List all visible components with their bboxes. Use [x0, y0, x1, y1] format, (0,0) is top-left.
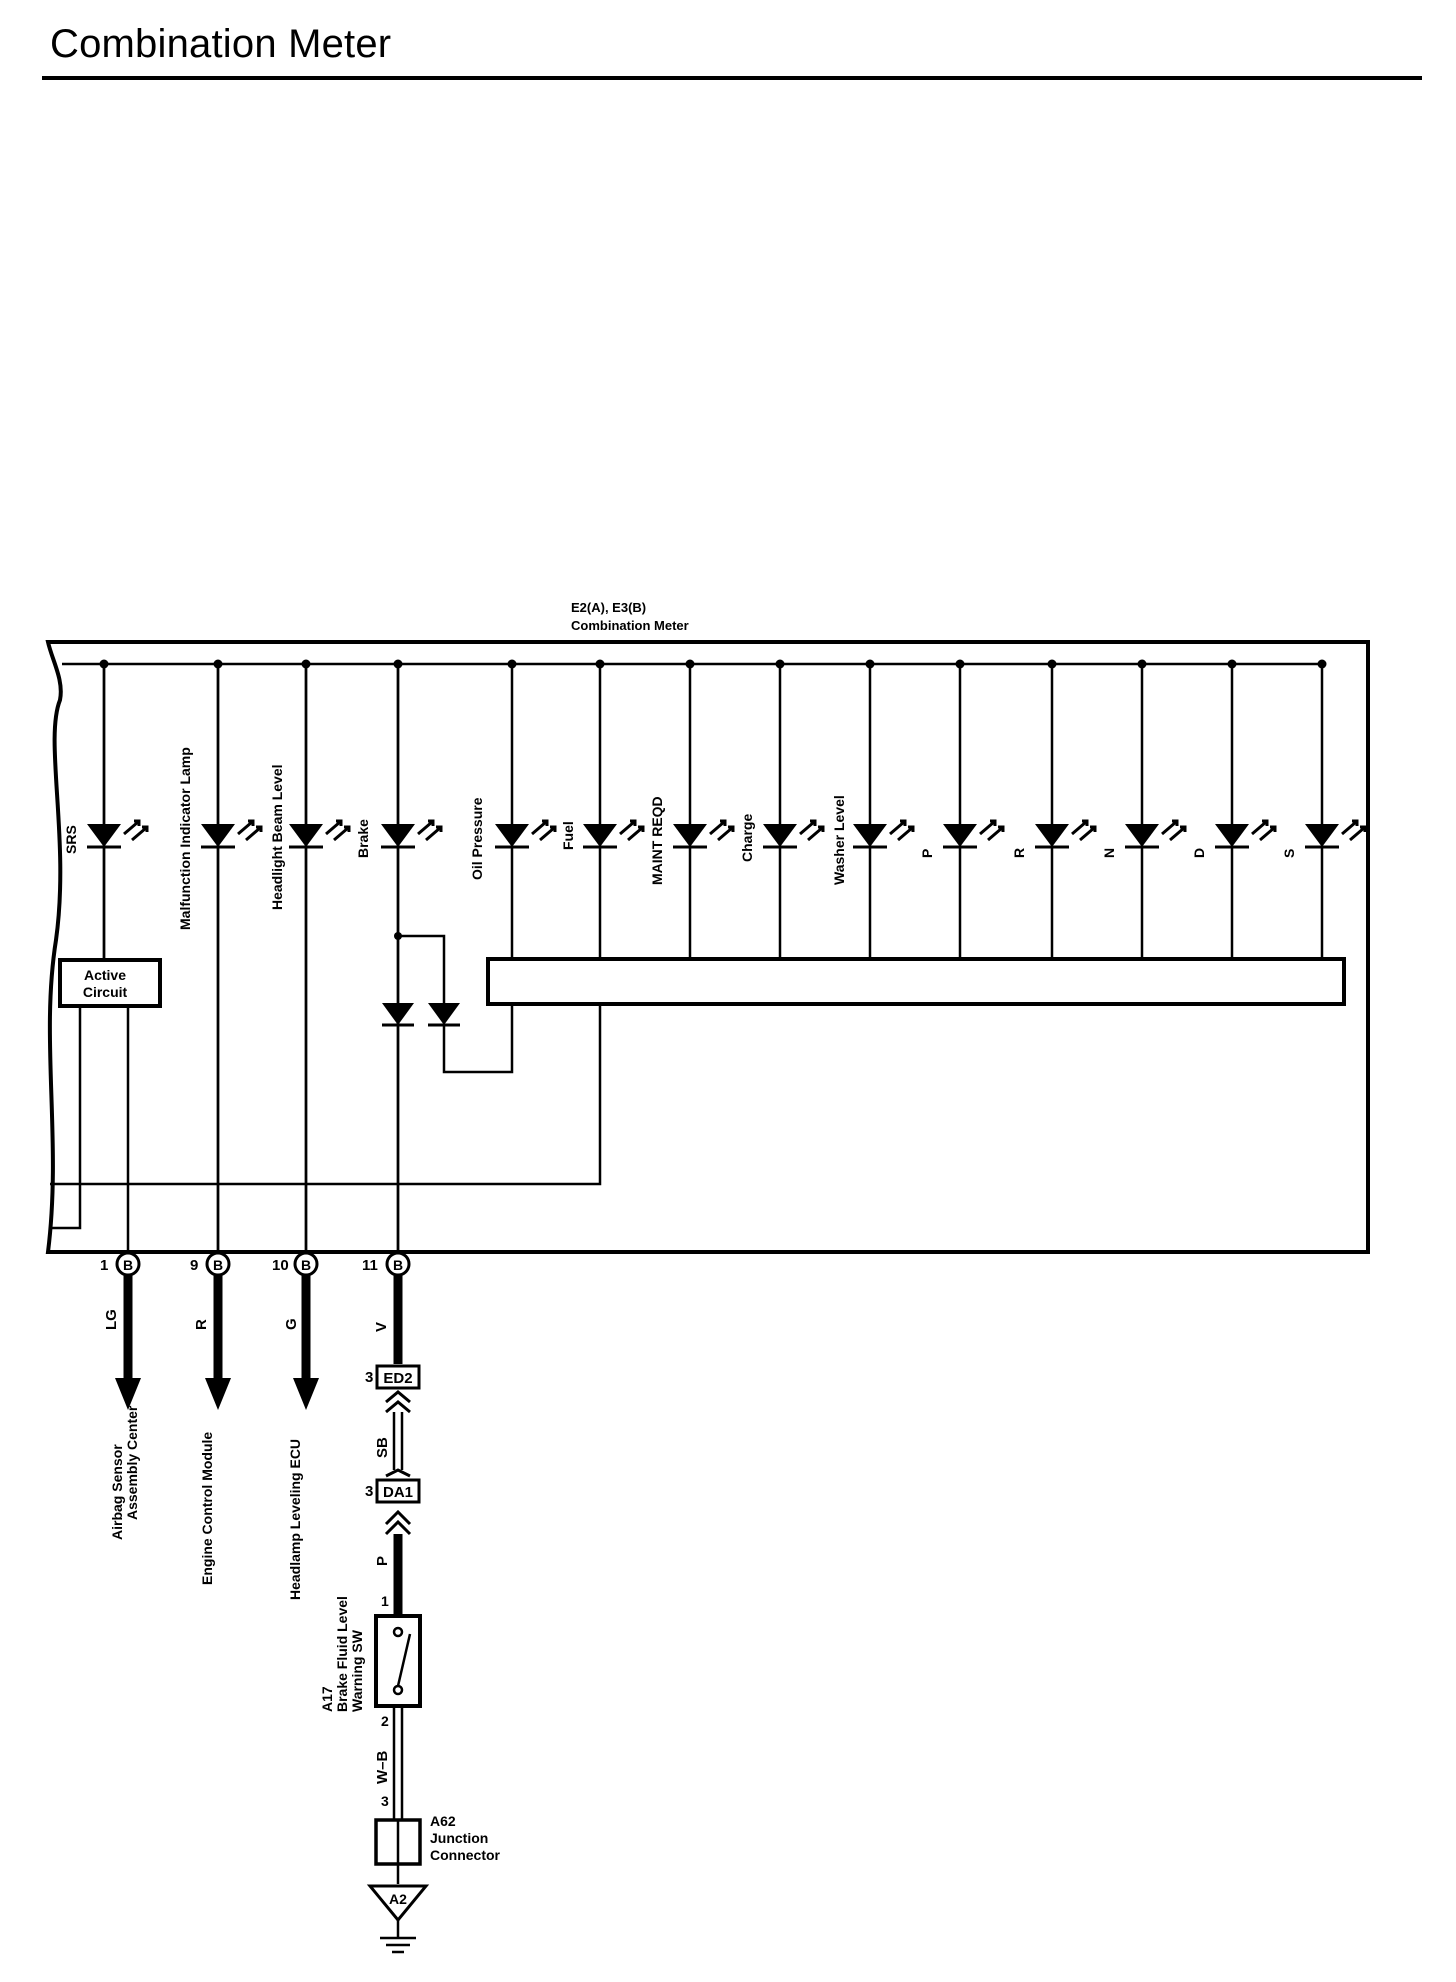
lamp-label-8: Charge: [739, 814, 755, 862]
active-circuit-label-2: Circuit: [83, 984, 128, 1000]
switch-id: A17: [319, 1686, 335, 1712]
ed2-connector: [375, 1364, 421, 1390]
wb-wire-label: W–B: [374, 1751, 391, 1785]
pin-10: 10 B G Headlamp Leveling ECU: [272, 1251, 319, 1600]
lamp-label-7: MAINT REQD: [649, 796, 665, 885]
junction-name-2: Connector: [430, 1847, 501, 1863]
switch-name-2: Warning SW: [349, 1629, 365, 1712]
pin-11: 11 B V: [362, 1251, 411, 1332]
pin-number: 11: [362, 1257, 378, 1274]
lamp-13: D: [1191, 659, 1277, 959]
lamp-3: Headlight Beam Level: [269, 659, 351, 1252]
lamp-label-14: S: [1281, 849, 1297, 858]
title-rule: [42, 76, 1422, 80]
lamp-label-12: N: [1101, 848, 1117, 858]
destination-1: Engine Control Module: [199, 1432, 215, 1585]
page-title: Combination Meter: [50, 22, 392, 66]
wire-color: V: [373, 1322, 390, 1332]
lamp-label-11: R: [1011, 848, 1027, 858]
pin-connector: B: [301, 1257, 311, 1273]
active-circuit-label-1: Active: [84, 967, 126, 983]
ground-triangle: [366, 1884, 430, 1923]
lamp-label-2: Malfunction Indicator Lamp: [177, 747, 193, 930]
lamp-9: Washer Level: [831, 659, 915, 959]
ed2-label: ED2: [383, 1370, 412, 1387]
destination-1: Headlamp Leveling ECU: [287, 1439, 303, 1600]
pin-connector: B: [393, 1257, 403, 1273]
destination-2: Assembly Center: [124, 1405, 140, 1520]
meter-outline: [45, 640, 1370, 1254]
pin-connector: B: [123, 1257, 133, 1273]
lamp-bus-bar: [486, 957, 1346, 1006]
meter-connector-label: E2(A), E3(B): [571, 600, 646, 615]
ed2-pin: 3: [365, 1369, 373, 1386]
lamp-12: N: [1101, 659, 1187, 959]
pin-number: 1: [100, 1257, 108, 1274]
lamp-14: S: [1281, 659, 1367, 959]
da1-pin: 3: [365, 1483, 373, 1500]
junction-id: A62: [430, 1813, 456, 1829]
pin-number: 9: [190, 1257, 198, 1274]
lamp-label-10: P: [919, 849, 935, 858]
junction-pin: 3: [381, 1793, 389, 1809]
lamp-label-1: SRS: [63, 825, 79, 854]
switch-pin-top: 1: [381, 1593, 389, 1609]
pin-connector: B: [213, 1257, 223, 1273]
switch-pin-bottom: 2: [381, 1713, 389, 1729]
da1-label: DA1: [383, 1484, 413, 1501]
lamp-7: MAINT REQD: [649, 659, 735, 959]
lamp-6: Fuel: [560, 659, 645, 959]
lamp-group: SRS Malfunction Indicator Lamp Headlight B…: [63, 659, 1367, 1252]
lamp-5: Oil Pressure: [469, 659, 557, 959]
p-wire-label: P: [374, 1556, 391, 1566]
wire-color: G: [283, 1318, 300, 1330]
lamp-11: R: [1011, 659, 1097, 959]
da1-connector: [375, 1478, 421, 1504]
sb-wire-label: SB: [374, 1437, 391, 1458]
lamp-label-5: Oil Pressure: [469, 797, 485, 880]
destination-1: Airbag Sensor: [109, 1444, 125, 1540]
lamp-10: P: [919, 659, 1005, 959]
lamp-label-9: Washer Level: [831, 795, 847, 885]
pin-number: 10: [272, 1257, 289, 1274]
lamp-label-6: Fuel: [560, 821, 576, 850]
ground-label: A2: [389, 1891, 407, 1907]
lamp-label-4: Brake: [355, 819, 371, 858]
wire-color: R: [193, 1319, 210, 1330]
lamp-8: Charge: [739, 659, 825, 959]
junction-name-1: Junction: [430, 1830, 488, 1846]
active-circuit-box: [58, 958, 162, 1008]
switch-name-1: Brake Fluid Level: [334, 1596, 350, 1712]
meter-name-label: Combination Meter: [571, 618, 689, 633]
lamp-label-13: D: [1191, 848, 1207, 858]
lamp-label-3: Headlight Beam Level: [269, 765, 285, 911]
wire-color: LG: [103, 1309, 120, 1330]
